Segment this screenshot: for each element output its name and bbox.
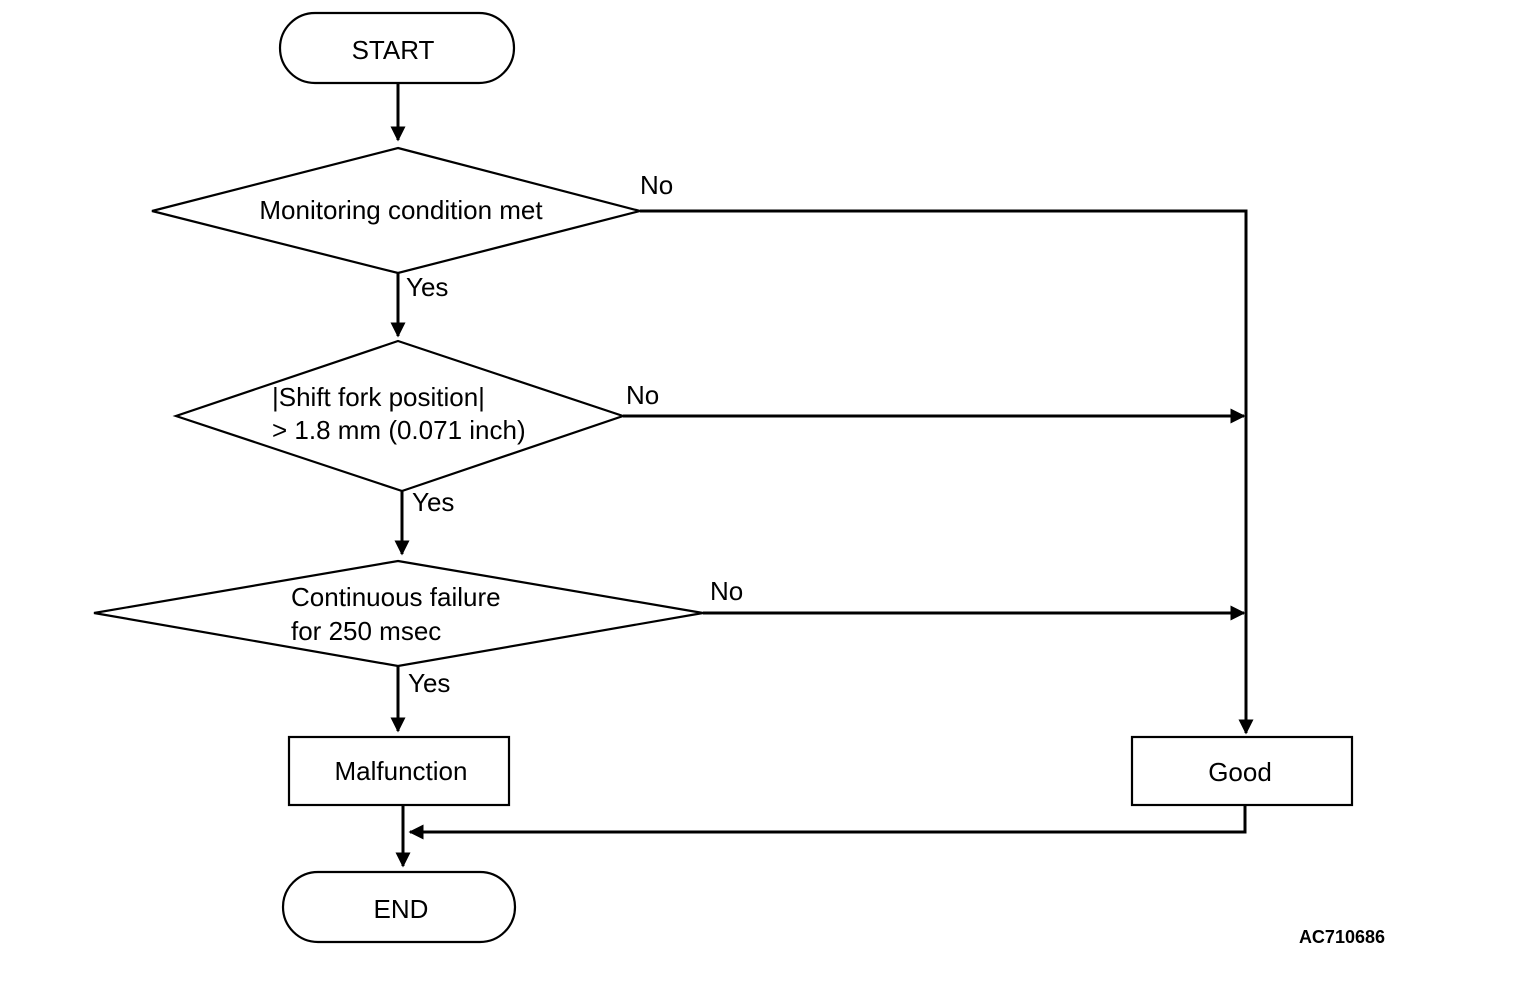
decision3-no-label: No [710,576,743,606]
malfunction-box [287,735,511,807]
decision1-yes-label: Yes [406,272,448,302]
connector-decision1-no [640,209,1254,735]
start-label: START [352,35,435,65]
decision3-label-line2: for 250 msec [291,616,441,646]
good-box [1130,735,1354,807]
figure-code: AC710686 [1299,927,1385,947]
decision3-yes-label: Yes [408,668,450,698]
decision2-label-line2: > 1.8 mm (0.071 inch) [272,415,526,445]
good-label: Good [1208,757,1272,787]
decision2-yes-label: Yes [412,487,454,517]
malfunction-label: Malfunction [335,756,468,786]
end-terminal [281,870,517,944]
decision2-label-line1: |Shift fork position| [272,382,485,412]
decision3-label-line1: Continuous failure [291,582,501,612]
decision-continuous-failure [93,559,704,668]
connector-good-to-end [408,805,1247,840]
decision2-no-label: No [626,380,659,410]
end-label: END [374,894,429,924]
decision1-no-label: No [640,170,673,200]
decision1-label: Monitoring condition met [259,195,543,225]
